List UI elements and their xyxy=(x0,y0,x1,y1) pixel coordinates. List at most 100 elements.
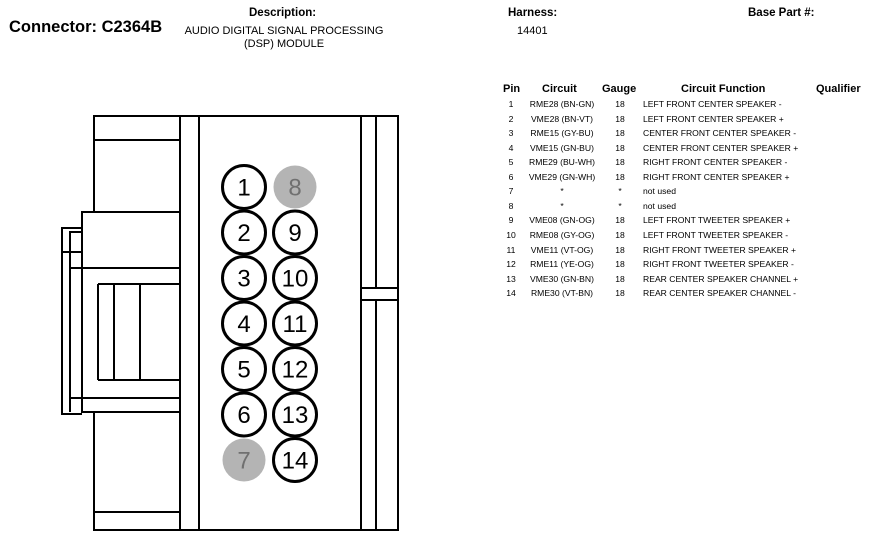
circuit-cell: VME15 (GN-BU) xyxy=(530,142,594,153)
function-cell: CENTER FRONT CENTER SPEAKER + xyxy=(643,142,799,153)
pin-cell: 4 xyxy=(508,142,514,153)
circuit-cell: * xyxy=(560,186,564,197)
circuit-cell: RME28 (BN-GN) xyxy=(529,99,595,109)
gauge-cell: 18 xyxy=(615,128,625,139)
function-cell: LEFT FRONT CENTER SPEAKER - xyxy=(643,99,782,109)
pin-cell: 2 xyxy=(508,113,514,124)
pin-cavity-2 xyxy=(221,209,267,256)
circuit-cell: RME29 (BU-WH) xyxy=(529,157,595,168)
pin-number: 8 xyxy=(288,175,301,202)
latch-bottom-arm xyxy=(93,511,180,531)
table-header-qualifier: Qualifier xyxy=(816,83,861,95)
circuit-cell: RME11 (YE-OG) xyxy=(530,259,594,270)
gauge-cell: 18 xyxy=(615,244,625,255)
gauge-cell: 18 xyxy=(615,288,625,299)
pin-cell: 9 xyxy=(508,215,514,226)
pin-cavity-10 xyxy=(272,255,318,301)
pin-number: 10 xyxy=(282,266,309,293)
latch-top-arm xyxy=(93,115,180,141)
circuit-cell: VME28 (BN-VT) xyxy=(530,113,594,124)
gauge-cell: 18 xyxy=(615,157,625,168)
gauge-cell: 18 xyxy=(615,171,625,182)
pin-number: 11 xyxy=(283,311,308,338)
gauge-cell: 18 xyxy=(615,113,625,124)
function-cell: REAR CENTER SPEAKER CHANNEL - xyxy=(643,288,796,299)
gauge-cell: 18 xyxy=(615,215,625,226)
pin-cell: 6 xyxy=(508,171,514,182)
table-header-gauge: Gauge xyxy=(602,83,637,95)
pin-cell: 11 xyxy=(506,244,516,255)
gauge-cell: 18 xyxy=(615,142,625,153)
function-cell: LEFT FRONT CENTER SPEAKER + xyxy=(643,113,784,124)
function-cell: RIGHT FRONT CENTER SPEAKER - xyxy=(643,157,788,168)
housing-inner-cavity xyxy=(198,115,362,531)
circuit-cell: VME29 (GN-WH) xyxy=(528,171,596,182)
pin-number: 7 xyxy=(237,448,250,475)
latch-tab xyxy=(61,227,82,415)
circuit-cell: VME30 (GN-BN) xyxy=(530,273,594,284)
pin-cavity-1 xyxy=(221,164,267,210)
latch-tab-inner xyxy=(69,231,82,412)
description-line-2: (DSP) MODULE xyxy=(243,38,325,50)
latch-body xyxy=(81,140,181,413)
pin-number: 12 xyxy=(282,357,309,384)
circuit-cell: * xyxy=(560,200,564,211)
function-cell: CENTER FRONT CENTER SPEAKER - xyxy=(643,128,797,139)
function-cell: RIGHT FRONT TWEETER SPEAKER + xyxy=(643,244,797,255)
pin-cell: 8 xyxy=(508,200,514,211)
pin-cell: 3 xyxy=(508,128,514,139)
pin-cell: 12 xyxy=(506,259,516,270)
circuit-cell: VME11 (VT-OG) xyxy=(530,244,594,255)
base-part-heading: Base Part #: xyxy=(748,7,815,19)
pin-cavity-9 xyxy=(272,209,318,256)
pin-cavity-11 xyxy=(272,300,318,347)
function-cell: RIGHT FRONT TWEETER SPEAKER - xyxy=(643,259,794,270)
gauge-cell: * xyxy=(618,186,622,197)
pin-cell: 7 xyxy=(508,186,514,197)
gauge-cell: * xyxy=(618,200,622,211)
connector-housing xyxy=(61,115,399,531)
pin-cell: 14 xyxy=(506,288,516,299)
connector-label: Connector: C2364B xyxy=(9,18,163,36)
pin-cavity-3 xyxy=(221,255,267,301)
pin-number: 9 xyxy=(288,220,301,247)
pin-number: 3 xyxy=(237,266,250,293)
function-cell: REAR CENTER SPEAKER CHANNEL + xyxy=(643,273,799,284)
function-cell: LEFT FRONT TWEETER SPEAKER - xyxy=(643,229,789,240)
pin-cavity-6 xyxy=(221,391,267,438)
circuit-cell: RME15 (GY-BU) xyxy=(530,128,594,139)
pin-cavity-8 xyxy=(273,165,317,209)
pin-cell: 1 xyxy=(508,99,514,109)
circuit-cell: VME08 (GN-OG) xyxy=(529,215,595,226)
harness-heading: Harness: xyxy=(508,7,558,19)
pin-cavity-5 xyxy=(221,346,267,392)
gauge-cell: 18 xyxy=(615,229,625,240)
function-cell: LEFT FRONT TWEETER SPEAKER + xyxy=(643,215,791,226)
pin-cavity-13 xyxy=(272,391,318,438)
gauge-cell: 18 xyxy=(615,259,625,270)
description-text: AUDIO DIGITAL SIGNAL PROCESSING (DSP) MO… xyxy=(168,25,400,51)
table-header-function: Circuit Function xyxy=(681,83,766,95)
pin-number: 14 xyxy=(282,448,309,475)
function-cell: not used xyxy=(643,186,676,197)
pin-cell: 5 xyxy=(508,157,514,168)
pin-cavity-12 xyxy=(272,346,318,392)
pin-number: 2 xyxy=(237,220,250,247)
pin-number: 5 xyxy=(237,357,250,384)
function-cell: RIGHT FRONT CENTER SPEAKER + xyxy=(643,171,790,182)
pin-cavity-7 xyxy=(222,438,266,482)
pin-number: 1 xyxy=(237,175,250,202)
harness-value: 14401 xyxy=(517,25,548,37)
description-line-1: AUDIO DIGITAL SIGNAL PROCESSING xyxy=(184,25,384,37)
pin-number: 4 xyxy=(237,311,250,338)
description-heading: Description: xyxy=(249,7,317,19)
function-cell: not used xyxy=(643,200,676,211)
pin-cavity-14 xyxy=(272,437,318,483)
circuit-cell: RME08 (GY-OG) xyxy=(529,229,595,240)
table-header-pin: Pin xyxy=(503,83,521,95)
gauge-cell: 18 xyxy=(615,273,625,284)
pin-number: 6 xyxy=(237,402,250,429)
circuit-cell: RME30 (VT-BN) xyxy=(530,288,594,299)
